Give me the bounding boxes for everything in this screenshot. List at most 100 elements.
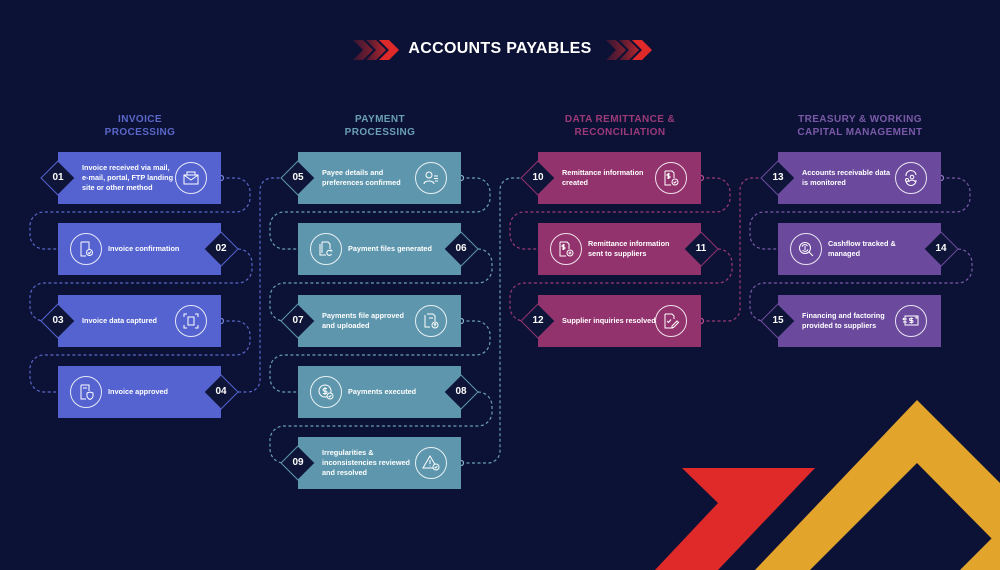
document-edit-icon	[655, 305, 687, 337]
step-number-12: 12	[520, 303, 556, 339]
heading-line: RECONCILIATION	[574, 126, 666, 138]
text-line: sent to suppliers	[588, 249, 647, 258]
heading-line: PROCESSING	[344, 126, 416, 138]
text-line: preferences confirmed	[322, 178, 401, 187]
step-number-badge-09	[280, 445, 316, 481]
step-text: Payments executed	[348, 387, 417, 396]
step-text: Payments file approved and uploaded	[322, 311, 404, 331]
payment-connectors	[269, 177, 522, 464]
step-card-14[interactable]: Cashflow tracked & managed	[778, 223, 941, 275]
step-card-12[interactable]: Supplier inquiries resolved	[538, 295, 701, 347]
step-text: Accounts receivable data is monitored	[802, 168, 890, 188]
step-card-01[interactable]: Invoice received via mail, e-mail, porta…	[58, 152, 221, 204]
step-text: Irregularities & inconsistencies reviewe…	[322, 448, 410, 478]
step-card-13[interactable]: Accounts receivable data is monitored	[778, 152, 941, 204]
text-line: e-mail, portal, FTP landing	[82, 173, 174, 182]
step-number: 15	[772, 315, 784, 326]
text-line: created	[562, 178, 588, 187]
dollar-document-send-icon	[550, 233, 582, 265]
step-text: Remittance information created	[562, 168, 644, 188]
step-card-09[interactable]: Irregularities & inconsistencies reviewe…	[298, 437, 461, 489]
step-number: 06	[455, 243, 467, 254]
step-card-08[interactable]: Payments executed	[298, 366, 461, 418]
text-line: Accounts receivable data	[802, 168, 891, 177]
step-number: 11	[695, 243, 707, 254]
step-number-07: 07	[280, 303, 316, 339]
step-text: Payment files generated	[348, 244, 432, 253]
text-line: Invoice received via mail,	[82, 163, 170, 172]
step-text: Invoice confirmation	[108, 244, 180, 253]
step-card-03[interactable]: Invoice data captured	[58, 295, 221, 347]
column-heading-remittance: DATA REMITTANCE & RECONCILIATION	[520, 114, 720, 139]
files-refresh-icon	[310, 233, 342, 265]
envelope-icon	[175, 162, 207, 194]
text-line: site or other method	[82, 183, 153, 192]
heading-line: DATA REMITTANCE &	[564, 114, 676, 125]
step-number-badge-14	[923, 231, 959, 267]
step-card-04[interactable]: Invoice approved	[58, 366, 221, 418]
column-heading-invoice: INVOICE PROCESSING	[40, 114, 240, 139]
step-card-02[interactable]: Invoice confirmation	[58, 223, 221, 275]
step-number: 08	[455, 386, 467, 397]
step-number-06: 06	[443, 231, 479, 267]
step-card-11[interactable]: Remittance information sent to suppliers	[538, 223, 701, 275]
text-line: and uploaded	[322, 321, 370, 330]
treasury-connectors	[749, 177, 973, 322]
step-number-03: 03	[40, 303, 76, 339]
document-check-icon	[70, 233, 102, 265]
text-line: Remittance information	[588, 239, 670, 248]
step-number-05: 05	[280, 160, 316, 196]
step-number-badge-12	[520, 303, 556, 339]
step-card-10[interactable]: Remittance information created	[538, 152, 701, 204]
step-text: Invoice approved	[108, 387, 169, 396]
step-card-05[interactable]: Payee details and preferences confirmed	[298, 152, 461, 204]
step-number-badge-07	[280, 303, 316, 339]
step-card-07[interactable]: Payments file approved and uploaded	[298, 295, 461, 347]
user-details-icon	[415, 162, 447, 194]
step-number-badge-13	[760, 160, 796, 196]
column-heading-treasury: TREASURY & WORKING CAPITAL MANAGEMENT	[760, 114, 960, 139]
step-number-11: 11	[683, 231, 719, 267]
text-line: and resolved	[322, 468, 368, 477]
heading-line: PROCESSING	[104, 126, 176, 138]
gold-chevron-shape	[755, 400, 1000, 570]
step-number: 07	[292, 315, 304, 326]
banknote-transfer-icon	[895, 305, 927, 337]
step-card-06[interactable]: Payment files generated	[298, 223, 461, 275]
text-line: Payments file approved	[322, 311, 404, 320]
step-number-badge-06	[443, 231, 479, 267]
step-text: Financing and factoring provided to supp…	[802, 311, 885, 331]
page-header: ACCOUNTS PAYABLES	[0, 36, 1000, 64]
warning-check-icon	[415, 447, 447, 479]
step-number-15: 15	[760, 303, 796, 339]
document-shield-icon	[70, 376, 102, 408]
chevrons-left-icon	[353, 40, 399, 60]
step-number-badge-10	[520, 160, 556, 196]
step-number-badge-11	[683, 231, 719, 267]
text-line: managed	[828, 249, 861, 258]
step-number: 10	[532, 172, 544, 183]
heading-line: INVOICE	[118, 114, 162, 125]
step-number-badge-05	[280, 160, 316, 196]
step-number: 12	[532, 315, 544, 326]
gold-chevron-tail	[960, 530, 1000, 570]
red-chevron-shape	[655, 468, 815, 570]
step-number: 14	[935, 243, 947, 254]
step-number-13: 13	[760, 160, 796, 196]
step-number-04: 04	[203, 374, 239, 410]
text-line: is monitored	[802, 178, 846, 187]
text-line: Irregularities &	[322, 448, 374, 457]
text-line: provided to suppliers	[802, 321, 877, 330]
text-line: inconsistencies reviewed	[322, 458, 411, 467]
text-line: Financing and factoring	[802, 311, 885, 320]
scan-document-icon	[175, 305, 207, 337]
step-text: Payee details and preferences confirmed	[322, 168, 401, 188]
text-line: Remittance information	[562, 168, 644, 177]
heading-line: PAYMENT	[354, 114, 406, 125]
step-number-10: 10	[520, 160, 556, 196]
step-card-15[interactable]: Financing and factoring provided to supp…	[778, 295, 941, 347]
chevrons-right-icon	[606, 40, 652, 60]
text-line: Cashflow tracked &	[828, 239, 896, 248]
